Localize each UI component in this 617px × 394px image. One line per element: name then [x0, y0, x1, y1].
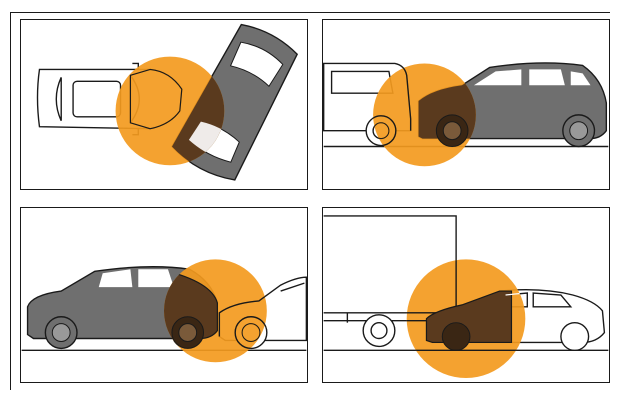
front-collision-drawing [21, 208, 307, 382]
panel-front-collision [20, 207, 308, 383]
underride-collision-drawing [323, 208, 609, 382]
panel-underride-truck-collision [322, 207, 610, 383]
left-border-line [10, 12, 11, 390]
panel-rear-end-collision [322, 19, 610, 190]
rear-end-collision-drawing [323, 20, 609, 189]
top-view-collision-drawing [21, 20, 307, 189]
panel-top-view-side-impact [20, 19, 308, 190]
top-border-line [10, 12, 610, 13]
